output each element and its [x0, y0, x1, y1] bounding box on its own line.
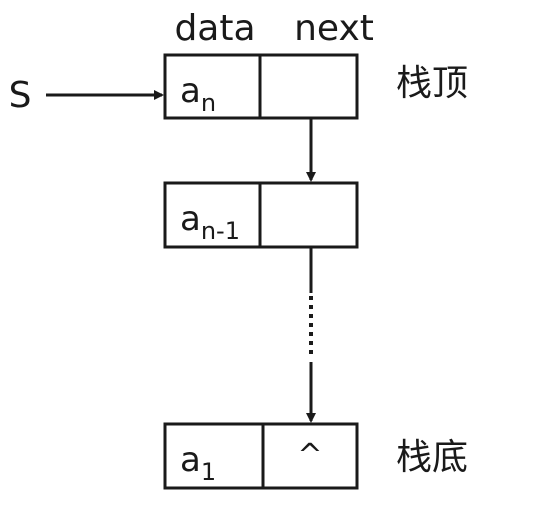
node-data-field [163, 181, 262, 249]
stack-pointer-label: S [9, 75, 32, 116]
stack-node-second: an-1 [163, 181, 359, 249]
node-next-field [258, 181, 359, 249]
node-data-value: an [180, 71, 216, 117]
node-data-value: an-1 [180, 199, 240, 245]
stack-node-top: an [163, 53, 359, 120]
stack-bottom-label: 栈底 [396, 437, 468, 478]
node-next-field [258, 53, 359, 120]
data-column-header: data [174, 8, 255, 49]
next-column-header: next [294, 8, 374, 49]
node-next-field [261, 422, 359, 490]
node-next-null-value: ^ [297, 438, 322, 473]
stack-node-bottom: a1 ^ [163, 422, 359, 490]
node-data-value: a1 [180, 440, 216, 486]
stack-top-label: 栈顶 [396, 63, 468, 104]
